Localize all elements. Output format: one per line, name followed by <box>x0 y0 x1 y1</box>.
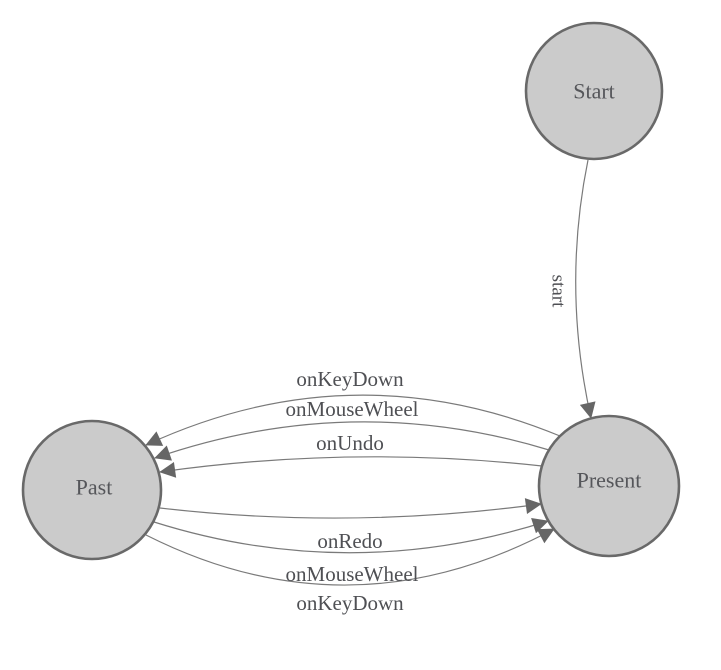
edge-label-onmousewheel-bottom: onMouseWheel <box>286 562 419 586</box>
state-node-present[interactable]: Present <box>537 414 681 558</box>
state-node-start-label: Start <box>573 79 615 104</box>
state-node-present-label: Present <box>577 468 642 493</box>
edge-past-to-present-onmousewheel <box>153 518 549 554</box>
edge-present-to-past-onmousewheel <box>154 421 550 461</box>
state-node-start[interactable]: Start <box>524 21 664 161</box>
state-node-past-label: Past <box>76 475 113 500</box>
edge-label-onkeydown-top: onKeyDown <box>296 367 404 391</box>
state-node-past-circle[interactable] <box>21 419 163 561</box>
edge-present-to-past-onundo <box>159 456 543 478</box>
edge-past-to-present-onkeydown <box>145 528 555 586</box>
edge-label-onkeydown-bottom: onKeyDown <box>296 591 404 615</box>
edge-label-onmousewheel-top: onMouseWheel <box>286 397 419 421</box>
state-node-start-circle[interactable] <box>524 21 664 161</box>
edge-label-onundo: onUndo <box>316 431 384 455</box>
state-node-present-circle[interactable] <box>537 414 681 558</box>
edge-start-to-present <box>575 159 596 419</box>
edge-label-start: start <box>548 275 569 308</box>
edge-label-onredo: onRedo <box>317 529 382 553</box>
edge-past-to-present-onredo <box>159 498 542 519</box>
edge-present-to-past-onkeydown <box>145 394 561 446</box>
state-node-past[interactable]: Past <box>21 419 163 561</box>
